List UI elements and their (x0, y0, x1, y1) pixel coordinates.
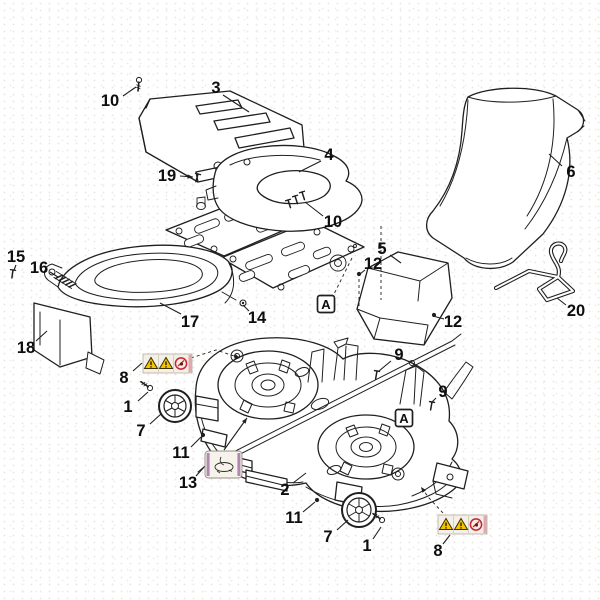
warning-triangle-icon (158, 356, 174, 369)
callout-5-6: 5 (377, 240, 402, 264)
callout-9-25: 9 (378, 346, 404, 372)
screw-19 (194, 172, 202, 183)
callout-9-26: 9 (430, 383, 448, 404)
screw-9-left (373, 369, 381, 380)
callout-1-16: 1 (123, 391, 149, 416)
spindle-left (217, 349, 319, 420)
screw-15 (9, 268, 17, 279)
section-marker-letter: A (399, 411, 409, 426)
callout-7-17: 7 (136, 413, 162, 440)
dashed-safety-bottom (420, 486, 444, 514)
bolt-11-bottom (314, 497, 320, 503)
pin-10-2 (291, 194, 299, 205)
callout-20-9: 20 (556, 297, 585, 320)
part-number: 18 (17, 339, 35, 357)
bolt-1-bottom (372, 512, 386, 524)
safety-label-2 (437, 514, 488, 535)
part-number: 17 (181, 313, 199, 331)
thrown-objects-circle-icon (174, 357, 188, 370)
part-wheel-front-left-7 (158, 389, 192, 423)
part-number: 11 (172, 444, 189, 462)
mower-decal-icon (214, 456, 234, 474)
part-number: 5 (377, 240, 386, 258)
decal-pointer (223, 417, 248, 451)
part-number: 1 (123, 398, 132, 416)
part-number: 11 (285, 509, 302, 527)
part-number: 12 (444, 313, 462, 331)
section-marker-a-1: A (394, 408, 414, 428)
callout-16-11: 16 (30, 259, 59, 278)
callout-17-12: 17 (159, 302, 199, 331)
part-number: 7 (136, 422, 145, 440)
bolt-1-left (140, 380, 154, 392)
part-number: 20 (567, 302, 585, 320)
part-wire-bracket-20 (493, 241, 576, 303)
part-number: 4 (324, 146, 334, 164)
part-mower-deck-2 (194, 337, 474, 515)
part-number: 6 (566, 163, 575, 181)
callout-11-18: 11 (172, 436, 202, 462)
part-number: 1 (362, 537, 371, 555)
section-marker-letter: A (321, 297, 331, 312)
part-number: 10 (324, 213, 342, 231)
callout-7-22: 7 (323, 519, 349, 546)
bolt-11-left (200, 432, 206, 438)
callout-2-20: 2 (280, 472, 307, 499)
part-wheel-front-right-7 (341, 492, 377, 528)
callout-13-19: 13 (179, 465, 206, 492)
part-discharge-chute-6 (425, 87, 586, 269)
part-number: 15 (7, 248, 25, 266)
pin-10-3 (298, 190, 306, 201)
callout-12-8: 12 (432, 313, 462, 331)
spring-16 (53, 271, 77, 289)
dashed-safety-left (190, 349, 241, 359)
screw-12-left (356, 271, 362, 277)
part-number: 7 (323, 528, 332, 546)
callout-11-21: 11 (285, 501, 316, 527)
part-cover-plate-lower (220, 220, 365, 291)
callout-1-23: 1 (362, 526, 382, 555)
callout-18-14: 18 (17, 330, 48, 357)
callout-14-13: 14 (242, 304, 267, 327)
callout-19-2: 19 (158, 167, 194, 185)
callout-10-4: 10 (304, 201, 342, 231)
callout-8-24: 8 (433, 534, 451, 560)
callout-6-5: 6 (548, 153, 576, 181)
part-mount-bracket-18 (33, 302, 105, 375)
callout-8-15: 8 (119, 362, 143, 387)
part-number: 19 (158, 167, 176, 185)
part-mulch-plug-17 (44, 244, 237, 308)
part-number: 12 (364, 255, 382, 273)
part-number: 3 (211, 79, 220, 97)
safety-label-1 (142, 353, 193, 374)
part-number: 13 (179, 474, 197, 492)
warning-triangle-icon (453, 517, 469, 530)
callout-4-3: 4 (298, 146, 334, 173)
part-number: 9 (438, 383, 447, 401)
part-number: 8 (119, 369, 128, 387)
part-number: 8 (433, 542, 442, 560)
section-marker-a-0: A (316, 294, 336, 314)
callout-3-1: 3 (211, 79, 250, 113)
part-number: 10 (101, 92, 119, 110)
callout-12-7: 12 (359, 255, 382, 275)
deck-lift-rod (197, 333, 462, 473)
spindle-right (317, 414, 415, 481)
part-number: 9 (394, 346, 403, 364)
part-number: 16 (30, 259, 48, 277)
part-belt-cover-4 (205, 144, 363, 232)
part-number: 14 (248, 309, 267, 327)
warning-triangle-icon (438, 517, 454, 530)
thrown-objects-circle-icon (469, 518, 483, 531)
part-number: 2 (280, 481, 289, 499)
dashed-to-marker-a (332, 257, 353, 297)
decal-label-13 (204, 450, 243, 479)
callout-10-0: 10 (101, 86, 137, 110)
warning-triangle-icon (143, 356, 159, 369)
bolt-14 (239, 299, 247, 307)
callout-15-10: 15 (7, 248, 25, 271)
pin-10-1 (284, 198, 292, 209)
screw-10-top (135, 76, 143, 92)
